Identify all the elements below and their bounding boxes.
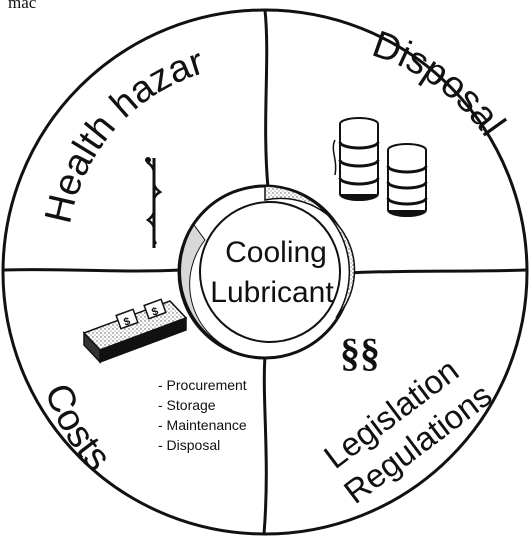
oil-barrels-icon xyxy=(332,117,428,217)
divider-top xyxy=(263,9,270,189)
hub-shaded-crescent xyxy=(264,185,356,319)
divider-left xyxy=(3,268,183,273)
cost-item-procurement: - Procurement xyxy=(158,377,247,393)
divider-right xyxy=(347,268,528,275)
cost-item-storage: - Storage xyxy=(158,397,216,413)
cost-item-maintenance: - Maintenance xyxy=(158,417,247,433)
paragraph-symbol-icon: §§ xyxy=(340,330,380,375)
hub-label-line1: Cooling xyxy=(225,236,327,269)
top-text-fragment: mac xyxy=(8,0,37,12)
hub-shaded-crescent-left xyxy=(180,224,233,351)
svg-text:$: $ xyxy=(122,315,132,328)
divider-bottom xyxy=(262,355,268,535)
svg-text:$: $ xyxy=(150,305,160,318)
cost-item-disposal: - Disposal xyxy=(158,437,220,453)
hub: Cooling Lubricant xyxy=(177,184,356,360)
hub-label-line2: Lubricant xyxy=(210,276,334,309)
caduceus-icon xyxy=(145,157,163,248)
hub-inner-circle xyxy=(199,201,341,343)
money-stack-icon: $ $ xyxy=(82,298,188,364)
